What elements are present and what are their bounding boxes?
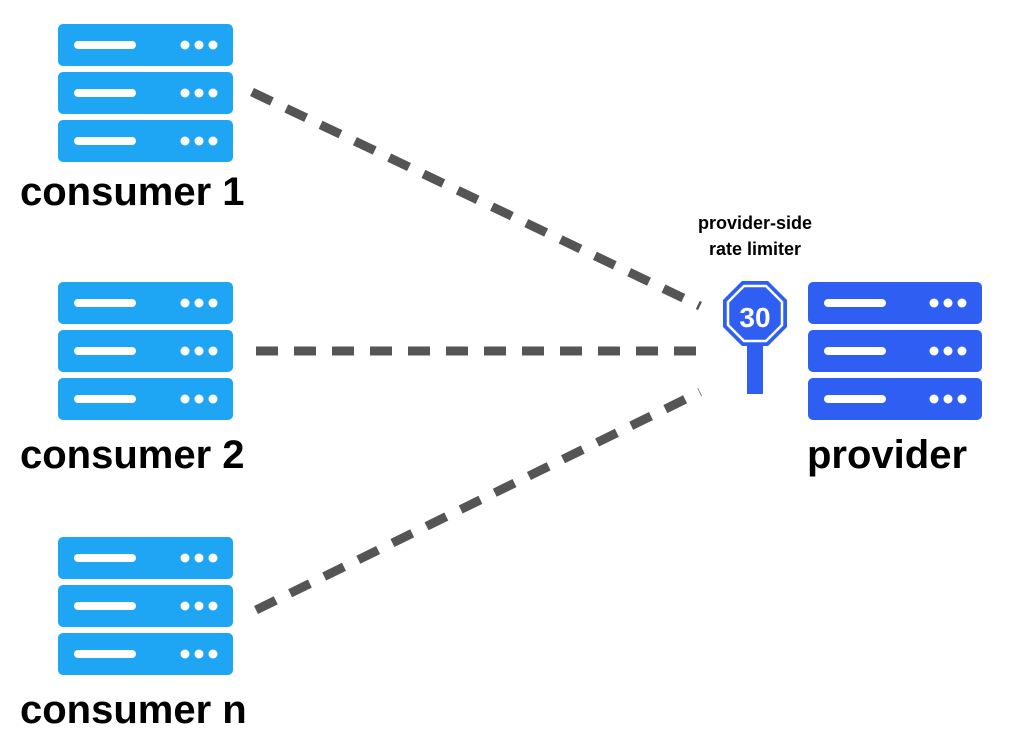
provider-label: provider (807, 433, 968, 477)
connector-consumer-n (254, 387, 702, 615)
consumer-2-server-icon (58, 282, 233, 420)
provider-server-icon (808, 282, 982, 420)
consumer-1-server-icon (58, 24, 233, 162)
consumer-2-label: consumer 2 (20, 433, 245, 477)
rate-limiter-caption-line-2: rate limiter (708, 239, 802, 259)
consumer-n-label: consumer n (20, 688, 247, 732)
sign-value: 30 (739, 302, 770, 333)
speed-limit-sign-icon: 30 (723, 281, 787, 394)
rate-limiter-caption-line-1: provider-side (697, 213, 813, 233)
consumer-1-label: consumer 1 (20, 170, 245, 214)
connectors (250, 87, 710, 615)
consumer-n-server-icon (58, 537, 233, 675)
connector-consumer-1 (250, 87, 702, 311)
rate-limiter-caption: provider-side rate limiter (665, 210, 845, 262)
